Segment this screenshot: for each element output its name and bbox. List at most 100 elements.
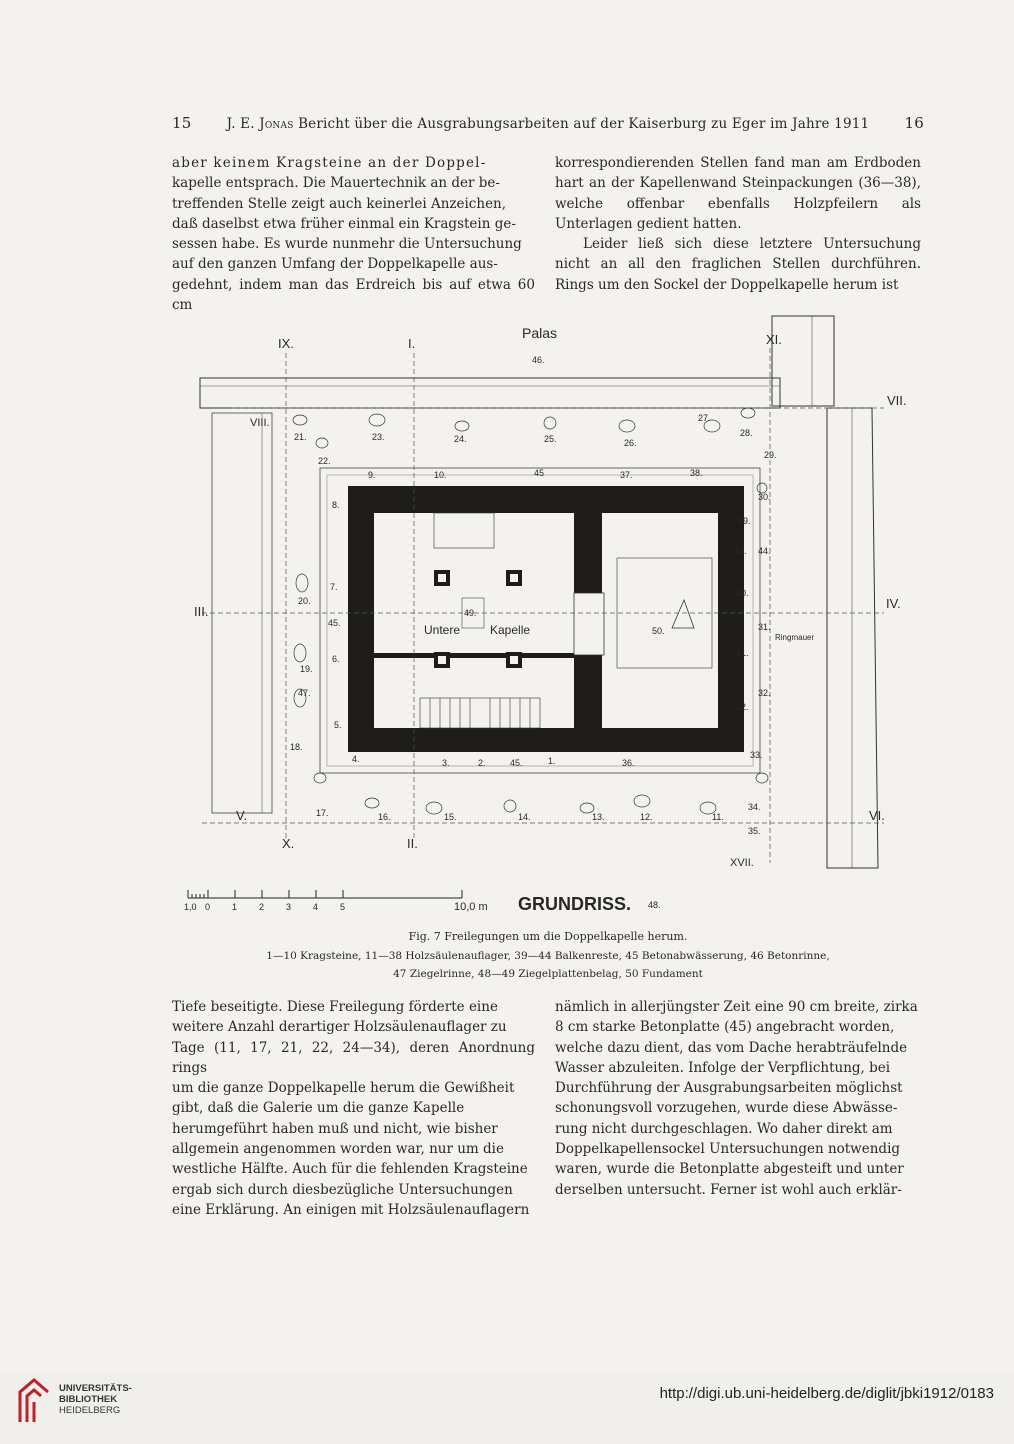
running-title: Bericht über die Ausgrabungsarbeiten auf… xyxy=(298,116,870,132)
viewer-footer xyxy=(0,1372,1014,1444)
section-label: XI. xyxy=(766,332,782,347)
find-number: 28. xyxy=(740,428,753,438)
text-line: eine Erklärung. An einigen mit Holzsäule… xyxy=(172,1201,530,1218)
find-number: 13. xyxy=(592,812,605,822)
find-number: 17. xyxy=(316,808,329,818)
section-label: IV. xyxy=(886,596,901,611)
scale-end: 10,0 m xyxy=(454,901,488,913)
section-label: VI. xyxy=(869,808,885,823)
text-line: welche dazu dient, das vom Dache herabtr… xyxy=(555,1039,908,1056)
floor-plan-figure: Palas Untere Kapelle Ringmauer IX. I. XI… xyxy=(172,308,932,918)
text-line: ergab sich durch diesbezügliche Untersuc… xyxy=(172,1181,513,1198)
find-number: 6. xyxy=(332,654,340,664)
text-line: derselben untersucht. Ferner ist wohl au… xyxy=(555,1181,902,1198)
text-line: daß daselbst etwa früher einmal ein Krag… xyxy=(172,215,516,232)
text-line: rung nicht durchgeschlagen. Wo daher dir… xyxy=(555,1120,893,1137)
find-number: 29. xyxy=(764,450,777,460)
text-line: gedehnt, indem man das Erdreich bis auf … xyxy=(172,276,535,314)
text-line: Tiefe beseitigte. Diese Freilegung förde… xyxy=(172,999,498,1015)
library-name-line: HEIDELBERG xyxy=(59,1405,121,1416)
scale-start: 1,0 xyxy=(184,902,197,912)
plan-title: GRUNDRISS. xyxy=(518,894,631,914)
text-line: aber keinem Kragsteine an der Doppel- xyxy=(172,155,487,171)
text-line: Wasser abzuleiten. Infolge der Verpflich… xyxy=(555,1059,891,1076)
library-name-line: UNIVERSITÄTS- xyxy=(59,1383,132,1394)
find-number: 42. xyxy=(736,702,749,712)
text-line: auf den ganzen Umfang der Doppelkapelle … xyxy=(172,256,498,273)
find-number: 24. xyxy=(454,434,467,444)
find-number: 2. xyxy=(478,758,486,768)
find-number: 47. xyxy=(298,688,311,698)
permalink-url[interactable]: http://digi.ub.uni-heidelberg.de/diglit/… xyxy=(659,1385,994,1402)
find-number: 40. xyxy=(736,588,749,598)
find-number: 26. xyxy=(624,438,637,448)
find-number: 39. xyxy=(738,516,751,526)
find-number: 27. xyxy=(698,413,711,423)
text-line: Durchführung der Ausgrabungsarbeiten mög… xyxy=(555,1080,903,1097)
gallery-outline xyxy=(319,467,761,774)
find-number: 43. xyxy=(734,546,747,556)
find-number: 50. xyxy=(652,626,665,636)
scale-tick-label: 2 xyxy=(259,902,264,912)
running-title-line: J. E. Jonas Bericht über die Ausgrabungs… xyxy=(172,116,924,132)
figure-legend: 1—10 Kragsteine, 11—38 Holzsäulenauflage… xyxy=(266,950,830,962)
ring-wall xyxy=(826,407,879,869)
find-number: 46. xyxy=(532,355,545,365)
scale-tick-label: 3 xyxy=(286,902,291,912)
find-number: 19. xyxy=(300,664,313,674)
text-column-bottom-right: nämlich in allerjüngster Zeit eine 90 cm… xyxy=(555,997,921,1200)
text-line: Tage (11, 17, 21, 22, 24—34), deren Anor… xyxy=(172,1039,535,1076)
palas-label: Palas xyxy=(522,325,557,341)
find-number: 16. xyxy=(378,812,391,822)
find-number: 31. xyxy=(758,622,771,632)
text-line: weitere Anzahl derartiger Holzsäulenaufl… xyxy=(172,1019,507,1036)
find-number: 45. xyxy=(510,758,523,768)
find-number: 34. xyxy=(748,802,761,812)
text-line: 8 cm starke Betonplatte (45) angebracht … xyxy=(555,1019,895,1036)
section-label: IX. xyxy=(278,336,294,351)
find-number: 23. xyxy=(372,432,385,442)
library-logo-icon xyxy=(18,1378,49,1422)
section-label: I. xyxy=(408,336,415,351)
find-number: 8. xyxy=(332,500,340,510)
find-number: 9. xyxy=(368,470,376,480)
text-line: nämlich in allerjüngster Zeit eine 90 cm… xyxy=(555,999,918,1015)
text-line: allgemein angenommen worden war, nur um … xyxy=(172,1141,504,1158)
text-line: kapelle entsprach. Die Mauertechnik an d… xyxy=(172,175,500,192)
find-number: 11. xyxy=(712,812,724,822)
find-number: 10. xyxy=(434,470,447,480)
scale-tick-label: 0 xyxy=(205,902,210,912)
section-label: V. xyxy=(236,808,247,823)
text-column-top-left: aber keinem Kragsteine an der Doppel- ka… xyxy=(172,153,535,315)
scale-tick-label: 5 xyxy=(340,902,345,912)
find-number: 48. xyxy=(648,900,661,910)
find-number: 45 xyxy=(534,468,544,478)
find-number: 3. xyxy=(442,758,450,768)
find-number: 33. xyxy=(750,750,763,760)
find-number: 7. xyxy=(330,582,338,592)
library-name[interactable]: UNIVERSITÄTS- BIBLIOTHEK HEIDELBERG xyxy=(59,1383,132,1416)
section-label: II. xyxy=(407,836,418,851)
section-label: XVII. xyxy=(730,857,754,869)
text-line: waren, wurde die Betonplatte abgesteift … xyxy=(555,1161,904,1178)
room-label-right: Kapelle xyxy=(490,623,530,637)
text-line: treffenden Stelle zeigt auch keinerlei A… xyxy=(172,195,507,212)
section-label: VII. xyxy=(887,393,907,408)
text-line: westliche Hälfte. Auch für die fehlenden… xyxy=(172,1161,528,1178)
figure-caption: Fig. 7 Freilegungen um die Doppelkapelle… xyxy=(408,930,688,943)
scale-tick-label: 1 xyxy=(232,902,237,912)
find-number: 49. xyxy=(464,608,477,618)
find-number: 4. xyxy=(352,754,360,764)
find-number: 32. xyxy=(758,688,771,698)
find-number: 25. xyxy=(544,434,557,444)
find-number: 21. xyxy=(294,432,307,442)
find-number: 18. xyxy=(290,742,303,752)
find-number: 45. xyxy=(328,618,341,628)
room-label-left: Untere xyxy=(424,623,460,637)
text-column-bottom-left: Tiefe beseitigte. Diese Freilegung förde… xyxy=(172,997,535,1220)
find-number: 41. xyxy=(736,648,749,658)
text-column-top-right: korrespondierenden Stellen fand man am E… xyxy=(555,153,921,295)
paragraph: Leider ließ sich diese letztere Untersuc… xyxy=(555,236,921,293)
text-line: herumgeführt haben muß und nicht, wie bi… xyxy=(172,1120,498,1137)
